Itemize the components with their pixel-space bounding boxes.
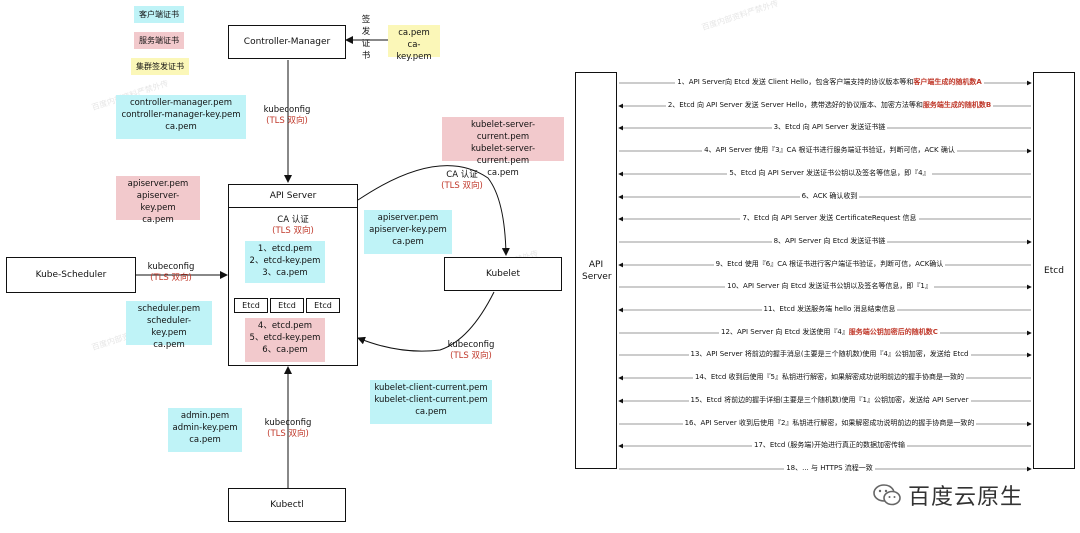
apiserver-server-certs: apiserver.pem apiserver-key.pem ca.pem (116, 176, 200, 225)
seq-message: 3、Etcd 向 API Server 发送证书链 (771, 123, 888, 131)
etcd-cluster: Etcd Etcd Etcd (234, 298, 340, 313)
controller-manager-client-certs: controller-manager.pem controller-manage… (116, 95, 246, 139)
etcd-node: Etcd (234, 298, 268, 313)
legend-cluster-cert: 集群签发证书 (131, 58, 189, 75)
wechat-icon (873, 484, 901, 506)
cluster-ca-certs: ca.pem ca-key.pem (388, 25, 440, 62)
seq-message: 14、Etcd 收到后使用『5』私钥进行解密，如果解密成功说明前边的握手协商是一… (692, 373, 967, 381)
seq-message: 16、API Server 收到后使用『2』私钥进行解密，如果解密成功说明前边的… (682, 419, 977, 427)
seq-actor-api-server-label: API Server (582, 259, 612, 282)
seq-actor-etcd: Etcd (1033, 72, 1075, 469)
kube-scheduler-title: Kube-Scheduler (35, 270, 107, 280)
apiserver-kubelet-client-certs: apiserver.pem apiserver-key.pem ca.pem (364, 210, 452, 254)
seq-actor-etcd-label: Etcd (1044, 265, 1064, 276)
seq-message: 17、Etcd (服务端)开始进行真正的数据加密传输 (751, 441, 908, 449)
seq-actor-api-server: API Server (575, 72, 617, 469)
kubelet-link-label: kubeconfig (TLS 双向) (447, 340, 495, 361)
kube-scheduler-node: Kube-Scheduler (6, 257, 136, 293)
seq-message: 2、Etcd 向 API Server 发送 Server Hello，携带选好… (665, 101, 994, 109)
legend-client-cert: 客户端证书 (134, 6, 184, 23)
api-server-title: API Server (229, 185, 357, 208)
kubectl-client-certs: admin.pem admin-key.pem ca.pem (168, 408, 242, 452)
seq-message: 1、API Server向 Etcd 发送 Client Hello，包含客户端… (675, 78, 984, 86)
brand-name: 百度云原生 (908, 485, 1024, 510)
seq-message: 12、API Server 向 Etcd 发送使用『4』服务端公钥加密后的随机数… (719, 328, 940, 336)
seq-message: 8、API Server 向 Etcd 发送证书链 (771, 237, 888, 245)
kubectl-link-label: kubeconfig (TLS 双向) (264, 418, 312, 439)
seq-message: 13、API Server 将前边的握手消息(主要是三个随机数)使用『4』公钥加… (688, 350, 971, 358)
api-server-ca-label: CA 认证 (TLS 双向) (272, 215, 314, 236)
kubelet-node: Kubelet (444, 257, 562, 291)
seq-message: 4、API Server 使用『3』CA 根证书进行服务端证书验证，判断可信，A… (702, 146, 957, 154)
seq-message: 6、ACK 确认收到 (799, 192, 860, 200)
kubelet-ca-label: CA 认证 (TLS 双向) (441, 170, 483, 191)
cm-link-label: kubeconfig (TLS 双向) (263, 105, 311, 126)
legend-server-cert: 服务端证书 (134, 32, 184, 49)
sign-cert-label: 签 发 证 书 (361, 15, 371, 61)
seq-message: 10、API Server 向 Etcd 发送证书公钥以及签名等信息，即『1』 (725, 282, 934, 290)
etcd-client-certs: 1、etcd.pem 2、etcd-key.pem 3、ca.pem (245, 241, 325, 283)
brand: 百度云原生 (872, 479, 1023, 511)
seq-message: 11、Etcd 发送服务端 hello 消息结束信息 (761, 305, 898, 313)
etcd-node: Etcd (306, 298, 340, 313)
seq-message: 15、Etcd 将前边的握手详细(主要是三个随机数)使用『1』公钥加密，发送给 … (688, 396, 971, 404)
etcd-node: Etcd (270, 298, 304, 313)
seq-message: 9、Etcd 使用『6』CA 根证书进行客户端证书验证，判断可信，ACK确认 (713, 260, 946, 268)
seq-message: 7、Etcd 向 API Server 发送 CertificateReques… (740, 214, 919, 222)
scheduler-client-certs: scheduler.pem scheduler-key.pem ca.pem (126, 301, 212, 350)
controller-manager-node: Controller-Manager (228, 25, 346, 59)
controller-manager-title: Controller-Manager (243, 37, 331, 47)
kubelet-title: Kubelet (486, 269, 520, 279)
kubelet-server-certs: kubelet-server-current.pem kubelet-serve… (442, 117, 564, 178)
scheduler-link-label: kubeconfig (TLS 双向) (147, 262, 195, 283)
kubectl-title: Kubectl (270, 500, 304, 510)
kubelet-client-certs: kubelet-client-current.pem kubelet-clien… (370, 380, 492, 424)
etcd-server-certs: 4、etcd.pem 5、etcd-key.pem 6、ca.pem (245, 318, 325, 362)
seq-message: 5、Etcd 向 API Server 发送证书公钥以及签名等信息，即『4』 (727, 169, 932, 177)
seq-message: 18、... 与 HTTPS 流程一致 (784, 464, 875, 472)
kubectl-node: Kubectl (228, 488, 346, 522)
